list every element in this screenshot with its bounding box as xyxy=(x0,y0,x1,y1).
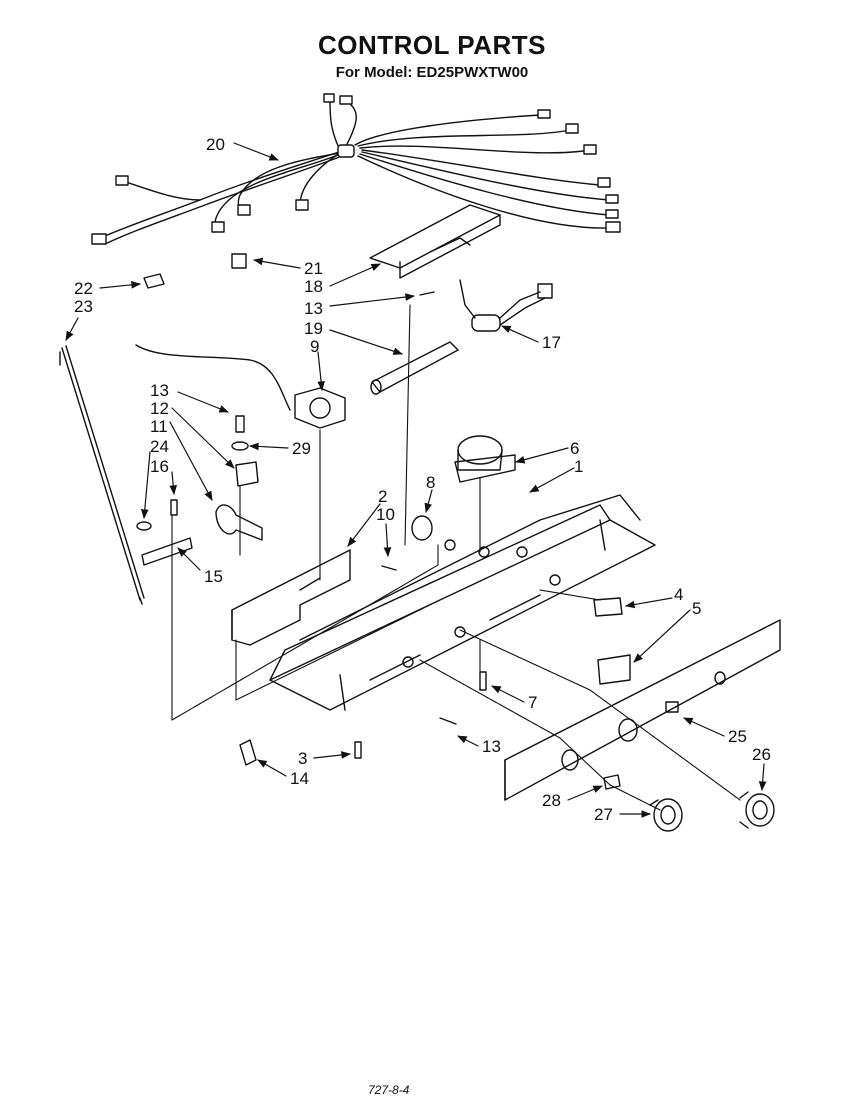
callout-12: 12 xyxy=(150,399,169,418)
callout-17: 17 xyxy=(542,333,561,352)
callout-26: 26 xyxy=(752,745,771,764)
rod-23 xyxy=(61,345,145,601)
screw-13c xyxy=(439,717,457,725)
callout-5: 5 xyxy=(692,599,701,618)
screw-3 xyxy=(354,741,362,759)
callout-13-upper: 13 xyxy=(304,299,323,318)
knob-27 xyxy=(649,798,683,832)
callout-27: 27 xyxy=(594,805,613,824)
callout-1: 1 xyxy=(574,457,583,476)
callout-2: 2 xyxy=(378,487,387,506)
callout-labels: 20 21 18 22 23 13 19 17 9 13 12 11 29 24… xyxy=(74,135,771,824)
callout-24: 24 xyxy=(150,437,169,456)
callout-19: 19 xyxy=(304,319,323,338)
linkage-15 xyxy=(136,499,193,566)
callout-28: 28 xyxy=(542,791,561,810)
callout-18: 18 xyxy=(304,277,323,296)
clip-22 xyxy=(143,273,165,289)
callout-16: 16 xyxy=(150,457,169,476)
screw-7 xyxy=(479,671,487,691)
console-panel xyxy=(504,619,781,801)
callout-13-lower: 13 xyxy=(482,737,501,756)
callout-3: 3 xyxy=(298,749,307,768)
callout-9: 9 xyxy=(310,337,319,356)
callout-10: 10 xyxy=(376,505,395,524)
screw-13a xyxy=(419,291,435,296)
callout-7: 7 xyxy=(528,693,537,712)
callout-22: 22 xyxy=(74,279,93,298)
clip-21 xyxy=(231,253,247,269)
switch-5 xyxy=(597,654,631,685)
callout-6: 6 xyxy=(570,439,579,458)
screw-10 xyxy=(381,565,397,571)
sensor-17 xyxy=(459,279,553,332)
cover-plate xyxy=(369,204,501,279)
callout-21: 21 xyxy=(304,259,323,278)
bracket-2 xyxy=(231,549,351,646)
model-subtitle: For Model: ED25PWXTW00 xyxy=(335,64,529,81)
fastener-stack xyxy=(215,415,263,541)
callout-4: 4 xyxy=(674,585,683,604)
callout-29: 29 xyxy=(292,439,311,458)
clip-28 xyxy=(603,774,621,790)
plug-8 xyxy=(411,515,433,541)
heater-19 xyxy=(370,341,459,395)
wire-harness xyxy=(91,93,621,245)
bracket-14 xyxy=(239,739,257,766)
callout-14: 14 xyxy=(290,769,309,788)
knob-26 xyxy=(739,791,775,829)
callout-11: 11 xyxy=(150,417,168,436)
callout-15: 15 xyxy=(204,567,223,586)
drawing-code: 727-8-4 xyxy=(368,1083,410,1097)
switch-4 xyxy=(593,597,623,617)
callout-25: 25 xyxy=(728,727,747,746)
defrost-timer xyxy=(454,435,516,483)
callout-23: 23 xyxy=(74,297,93,316)
callout-8: 8 xyxy=(426,473,435,492)
callout-13-left: 13 xyxy=(150,381,169,400)
page-title: CONTROL PARTS xyxy=(318,30,546,60)
control-housing xyxy=(269,494,656,711)
callout-20: 20 xyxy=(206,135,225,154)
